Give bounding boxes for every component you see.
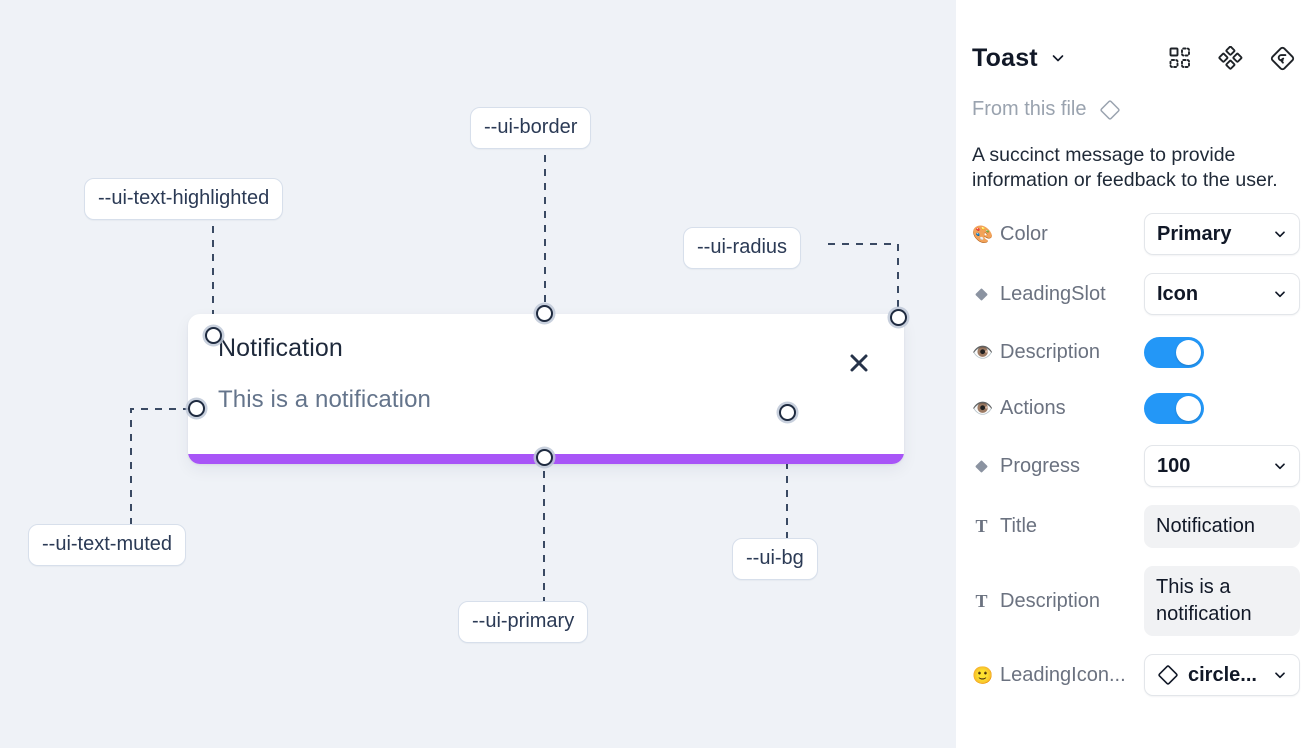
eye-emoji-icon: 👁️: [972, 342, 994, 362]
anchor-dot-radius[interactable]: [890, 309, 907, 326]
property-label-leading-slot: LeadingSlot: [972, 283, 1144, 306]
variants-cluster-icon[interactable]: [1218, 45, 1243, 71]
progress-select-value: 100: [1157, 454, 1191, 477]
actions-toggle[interactable]: [1144, 392, 1204, 424]
chevron-down-icon: [1273, 668, 1287, 682]
property-label-title: T Title: [972, 515, 1144, 538]
component-description: A succinct message to provide informatio…: [972, 144, 1278, 191]
property-control: Notification: [1144, 505, 1300, 548]
property-row-title: T Title Notification: [972, 505, 1300, 548]
property-control: [1144, 392, 1296, 424]
property-control: 100: [1144, 445, 1300, 487]
panel-header: Toast: [972, 32, 1296, 84]
property-name: Color: [1000, 222, 1048, 245]
property-name: Actions: [1000, 396, 1066, 419]
close-icon[interactable]: [846, 350, 872, 376]
property-row-leading-icon: 🙂 LeadingIcon... circle...: [972, 654, 1300, 696]
token-chip-ui-bg[interactable]: --ui-bg: [732, 538, 818, 580]
diamond-icon: [1099, 99, 1121, 121]
property-control: [1144, 336, 1296, 368]
token-chip-ui-radius[interactable]: --ui-radius: [683, 227, 802, 269]
anchor-dot-text-highlighted[interactable]: [205, 327, 222, 344]
property-control: Primary: [1144, 213, 1300, 255]
diamond-icon: [972, 459, 991, 474]
property-row-progress: Progress 100: [972, 445, 1300, 487]
design-canvas[interactable]: Notification This is a notification --ui…: [0, 0, 956, 748]
property-control: circle...: [1144, 654, 1300, 696]
description-input-value: This is a notification: [1156, 576, 1252, 625]
diamond-icon: [1157, 664, 1179, 686]
property-rows: 🎨 Color Primary: [972, 213, 1300, 696]
leading-slot-select-value: Icon: [1157, 282, 1199, 305]
property-label-description-text: T Description: [972, 590, 1144, 613]
reset-diamond-icon[interactable]: [1269, 45, 1296, 72]
property-row-actions-visibility: 👁️ Actions: [972, 389, 1296, 427]
property-label-leading-icon: 🙂 LeadingIcon...: [972, 664, 1144, 687]
chevron-down-icon: [1273, 227, 1287, 241]
title-input-value: Notification: [1156, 515, 1255, 537]
property-name: Title: [1000, 515, 1038, 537]
property-row-color: 🎨 Color Primary: [972, 213, 1300, 255]
property-name: Progress: [1000, 454, 1081, 477]
property-name: Description: [1000, 589, 1101, 612]
toast-description: This is a notification: [218, 386, 431, 413]
text-t-icon: T: [975, 590, 988, 611]
property-control: Icon: [1144, 273, 1300, 315]
property-row-description-visibility: 👁️ Description: [972, 333, 1296, 371]
anchor-dot-primary[interactable]: [536, 449, 553, 466]
description-toggle[interactable]: [1144, 336, 1204, 368]
smiley-emoji-icon: 🙂: [972, 665, 994, 685]
chevron-down-icon[interactable]: [1050, 50, 1066, 66]
token-chip-ui-text-highlighted[interactable]: --ui-text-highlighted: [84, 178, 284, 220]
toggle-knob: [1176, 395, 1201, 421]
progress-select[interactable]: 100: [1144, 445, 1300, 487]
page-title: Toast: [972, 43, 1038, 72]
toast-component-preview[interactable]: Notification This is a notification: [188, 314, 904, 464]
color-select[interactable]: Primary: [1144, 213, 1300, 255]
property-name: LeadingSlot: [1000, 282, 1106, 305]
chevron-down-icon: [1273, 287, 1287, 301]
token-chip-ui-text-muted[interactable]: --ui-text-muted: [28, 524, 187, 566]
properties-panel: Toast: [956, 0, 1312, 748]
from-this-file-row[interactable]: From this file: [972, 98, 1296, 121]
property-label-actions-visibility: 👁️ Actions: [972, 397, 1144, 420]
panel-header-actions: [1168, 45, 1296, 72]
property-name: Description: [1000, 340, 1101, 363]
color-select-value: Primary: [1157, 222, 1232, 245]
from-this-file-label: From this file: [972, 98, 1087, 120]
chevron-down-icon: [1273, 459, 1287, 473]
property-control: This is a notification: [1144, 566, 1300, 636]
leading-icon-select-value: circle...: [1188, 663, 1257, 686]
property-name: LeadingIcon...: [1000, 663, 1126, 686]
toast-title: Notification: [218, 334, 343, 362]
anchor-dot-border[interactable]: [536, 305, 553, 322]
eye-emoji-icon: 👁️: [972, 398, 994, 418]
title-input[interactable]: Notification: [1144, 505, 1300, 548]
component-grid-icon[interactable]: [1168, 46, 1192, 70]
property-label-color: 🎨 Color: [972, 223, 1144, 246]
description-input[interactable]: This is a notification: [1144, 566, 1300, 636]
palette-emoji-icon: 🎨: [972, 224, 994, 244]
property-label-description-visibility: 👁️ Description: [972, 341, 1144, 364]
anchor-dot-bg[interactable]: [779, 404, 796, 421]
toggle-knob: [1176, 339, 1201, 365]
property-label-progress: Progress: [972, 455, 1144, 478]
diamond-icon: [972, 287, 991, 302]
property-row-leading-slot: LeadingSlot Icon: [972, 273, 1300, 315]
leading-slot-select[interactable]: Icon: [1144, 273, 1300, 315]
token-chip-ui-border[interactable]: --ui-border: [470, 107, 592, 149]
text-t-icon: T: [975, 516, 988, 536]
leading-icon-select[interactable]: circle...: [1144, 654, 1300, 696]
token-chip-ui-primary[interactable]: --ui-primary: [458, 601, 589, 643]
anchor-dot-text-muted[interactable]: [188, 400, 205, 417]
property-row-description-text: T Description This is a notification: [972, 566, 1300, 636]
